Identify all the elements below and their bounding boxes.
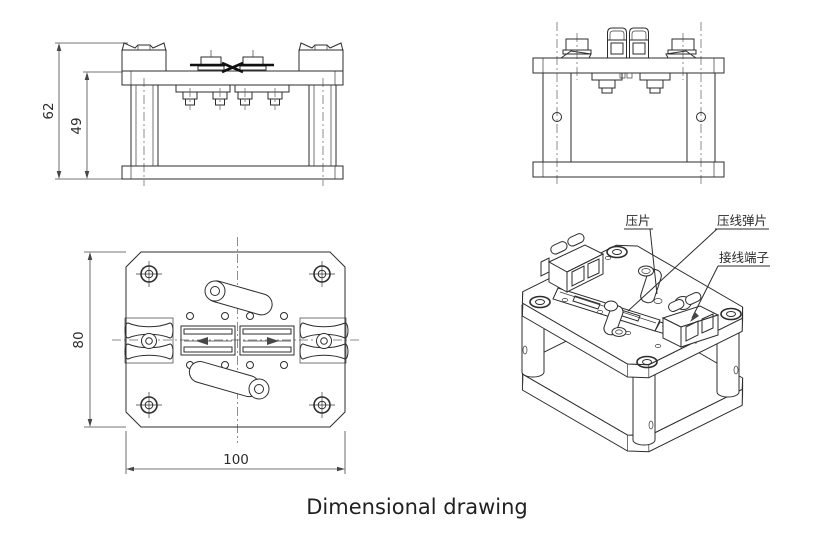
terminal-block-right-iso xyxy=(661,291,720,348)
butterfly-clamp-left-top xyxy=(124,317,174,364)
bottom-plate-side xyxy=(532,161,725,178)
side-view xyxy=(532,22,725,187)
press-lever-upper-top xyxy=(204,280,273,316)
under-plate-bolts-front xyxy=(175,84,290,110)
press-lever-iso xyxy=(603,300,627,337)
terminal-clamp-left-front xyxy=(121,42,167,72)
callout-terminal: 接线端子 xyxy=(690,250,770,322)
dimension-49: 49 xyxy=(69,71,122,179)
dimension-80-value: 80 xyxy=(71,331,87,348)
terminal-block-left-iso xyxy=(540,233,605,293)
dimension-62: 62 xyxy=(41,42,128,180)
label-wire-press-spring: 压线弹片 xyxy=(717,213,767,228)
callout-wire-press-spring: 压线弹片 xyxy=(627,213,769,312)
caption: Dimensional drawing xyxy=(306,495,528,519)
right-column-side xyxy=(686,72,716,163)
top-plate-front xyxy=(121,70,344,86)
isometric-view: 压片 压线弹片 接线端子 xyxy=(521,213,770,453)
top-view: 80 100 xyxy=(71,237,362,474)
under-plate-bolts-side xyxy=(591,72,671,94)
left-column-side xyxy=(542,72,572,163)
terminal-clamp-right-front xyxy=(298,42,344,72)
contact-rail-left-top xyxy=(180,325,236,356)
front-view: 62 49 xyxy=(41,42,344,186)
contact-rail-right-top xyxy=(239,325,295,356)
clamp-bolt-right-side xyxy=(665,38,698,59)
terminal-blocks-side xyxy=(607,27,649,59)
dimension-49-value: 49 xyxy=(69,117,85,134)
corner-screws-top xyxy=(136,261,335,418)
dimension-100: 100 xyxy=(125,431,346,474)
label-press-piece: 压片 xyxy=(625,213,650,228)
left-column-front xyxy=(130,84,159,167)
dimension-80: 80 xyxy=(71,251,126,428)
dimension-62-value: 62 xyxy=(41,102,57,119)
wire-press-spring-front xyxy=(190,61,274,74)
right-column-front xyxy=(308,84,337,167)
corner-screw xyxy=(136,261,162,287)
bottom-plate-front xyxy=(121,165,344,180)
base-plate-top xyxy=(125,251,346,428)
clamp-bolt-left-side xyxy=(559,38,592,59)
corner-screws-iso xyxy=(529,245,742,369)
callout-press-piece: 压片 xyxy=(624,213,658,295)
label-terminal: 接线端子 xyxy=(719,250,769,265)
dimension-100-value: 100 xyxy=(223,452,249,468)
corner-screw xyxy=(309,261,335,287)
butterfly-clamp-right-top xyxy=(299,317,349,364)
top-plate-side xyxy=(532,57,725,74)
press-lever-lower-top xyxy=(188,361,270,400)
corner-screw xyxy=(136,392,162,418)
corner-screw xyxy=(309,392,335,418)
